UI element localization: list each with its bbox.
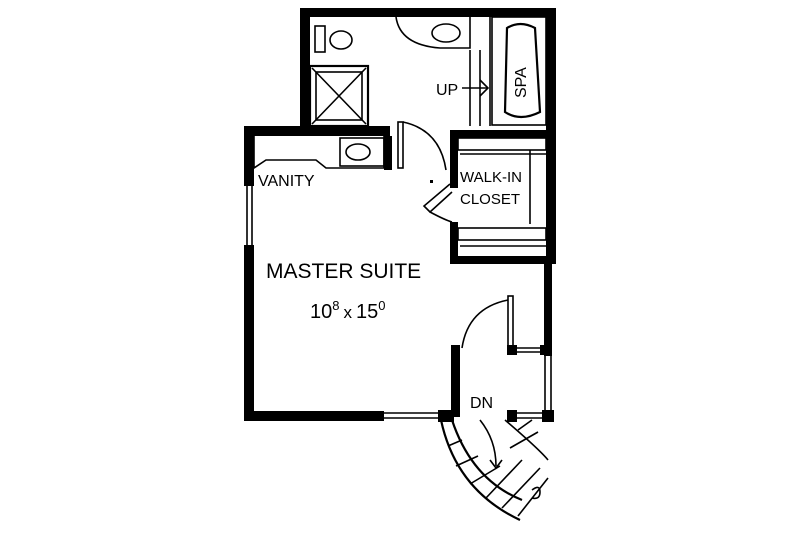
bath-door-swing bbox=[402, 121, 447, 171]
stair-inner-rail bbox=[450, 419, 523, 502]
wall-suite-left-upper bbox=[244, 126, 254, 186]
closet-door-leaf bbox=[422, 183, 453, 214]
hall-door-leaf bbox=[507, 295, 514, 349]
down-arrow-icon bbox=[489, 459, 503, 470]
walls bbox=[244, 8, 556, 422]
stair-tread-6 bbox=[517, 477, 549, 517]
dim-length-sup: 0 bbox=[378, 298, 385, 313]
stair-tread-7 bbox=[517, 419, 533, 431]
closet-shelf-bottom bbox=[457, 227, 547, 241]
closet-shelf-top bbox=[457, 137, 547, 151]
spa-deck bbox=[491, 16, 547, 126]
wall-closet-bottom bbox=[450, 256, 556, 264]
vanity-fixture bbox=[253, 136, 385, 170]
dim-length-main: 15 bbox=[356, 301, 378, 323]
bathroom-fixtures bbox=[308, 16, 547, 167]
toilet-bowl-icon bbox=[329, 30, 353, 50]
stair-tread-1 bbox=[447, 439, 463, 447]
up-arrow-icon bbox=[479, 79, 490, 97]
closet-fixtures bbox=[457, 137, 547, 247]
toilet-tank-icon bbox=[314, 25, 326, 53]
wall-hall-corner bbox=[438, 410, 454, 422]
shower-drain-x2 bbox=[311, 67, 367, 125]
wall-bath-door-jamb bbox=[384, 136, 392, 170]
sink-counter-icon bbox=[395, 16, 471, 49]
wall-closet-left bbox=[450, 130, 458, 188]
label-down: DN bbox=[470, 395, 493, 412]
wall-hall-left bbox=[451, 345, 460, 417]
wall-hall-mid-post bbox=[507, 345, 517, 355]
wall-hall-br-post bbox=[542, 410, 554, 422]
doors bbox=[397, 121, 514, 349]
stair-outer-rail bbox=[439, 419, 521, 521]
label-walk-in-closet-line2: CLOSET bbox=[460, 191, 520, 208]
hall-door-swing bbox=[461, 299, 509, 349]
bath-door-leaf bbox=[397, 121, 404, 169]
dim-x: x bbox=[343, 303, 352, 322]
spa-tub-icon bbox=[503, 22, 542, 119]
sink-bowl-icon bbox=[431, 23, 461, 43]
dim-width-main: 10 bbox=[310, 301, 332, 323]
label-master-suite: MASTER SUITE bbox=[266, 260, 421, 283]
stair-handrail-end bbox=[531, 486, 541, 500]
shower-inner bbox=[315, 71, 363, 121]
wall-bath-left bbox=[300, 8, 310, 136]
down-arrow-path bbox=[479, 419, 497, 467]
wall-suite-bottom bbox=[244, 411, 384, 421]
wall-closet-left-lower bbox=[450, 222, 458, 264]
stair-tread-3 bbox=[469, 465, 501, 485]
stair-rail-3 bbox=[504, 419, 549, 461]
stair-tread-2 bbox=[455, 455, 479, 467]
label-up: UP bbox=[436, 82, 458, 99]
wall-suite-left-lower bbox=[244, 245, 254, 420]
stair-tread-5 bbox=[501, 467, 541, 509]
label-spa: SPA bbox=[513, 67, 530, 98]
windows bbox=[246, 186, 552, 419]
shower-icon bbox=[308, 64, 370, 128]
dim-width-sup: 8 bbox=[332, 298, 339, 313]
spiral-stair bbox=[439, 419, 549, 521]
wall-closet-jamb bbox=[430, 180, 433, 183]
label-walk-in-closet-line1: WALK-IN bbox=[460, 169, 522, 186]
stair-tread-8 bbox=[509, 431, 539, 449]
wall-bath-top bbox=[300, 8, 556, 17]
wall-hall-right bbox=[544, 256, 552, 356]
wall-hall-right-post2 bbox=[540, 345, 552, 355]
vanity-bath-sink-icon bbox=[345, 143, 371, 161]
vanity-counter-icon bbox=[253, 136, 385, 170]
wall-hall-right-post bbox=[507, 410, 517, 422]
closet-door-swing bbox=[429, 211, 453, 223]
wall-suite-top bbox=[244, 126, 390, 136]
label-vanity: VANITY bbox=[258, 173, 315, 190]
wall-closet-top bbox=[450, 130, 556, 138]
stair-tread-4 bbox=[485, 459, 523, 499]
